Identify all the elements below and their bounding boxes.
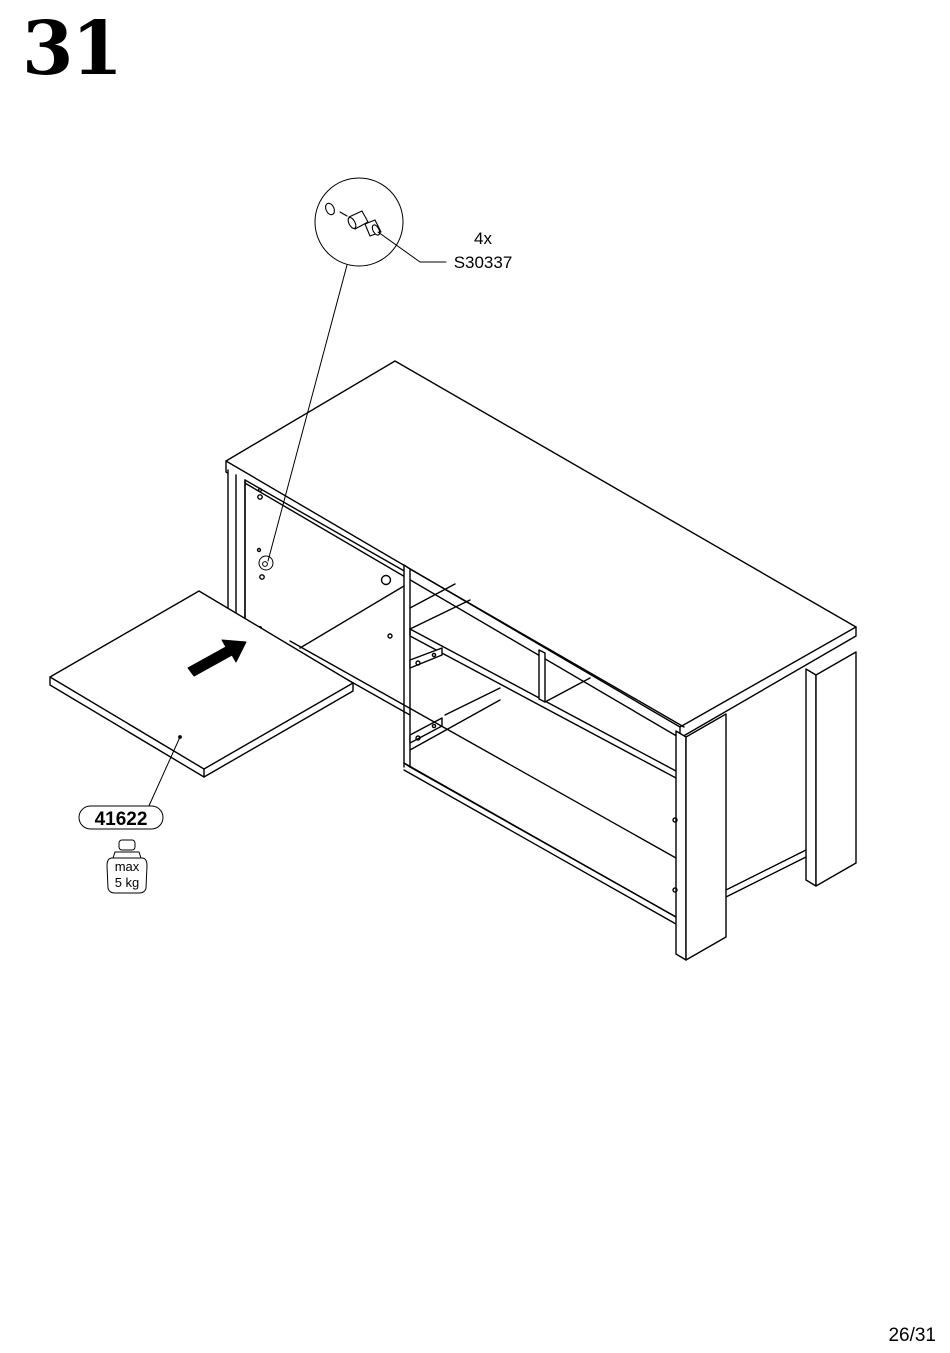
page-number: 26/31	[888, 1325, 936, 1347]
tv-cabinet	[226, 361, 856, 960]
drawer-runner-upper	[410, 648, 442, 668]
middle-divider	[404, 565, 410, 767]
shelf-panel	[50, 591, 353, 777]
drawer-runner-lower	[410, 718, 442, 743]
hardware-quantity: 4x	[474, 229, 492, 248]
part-number-label: 41622	[79, 806, 163, 830]
right-back-leg	[806, 669, 816, 886]
load-limit-max: max	[115, 859, 140, 874]
hardware-code: S30337	[454, 253, 513, 272]
shelf-part-number: 41622	[95, 809, 148, 830]
right-front-leg	[676, 731, 686, 960]
load-limit-value: 5 kg	[115, 875, 140, 890]
